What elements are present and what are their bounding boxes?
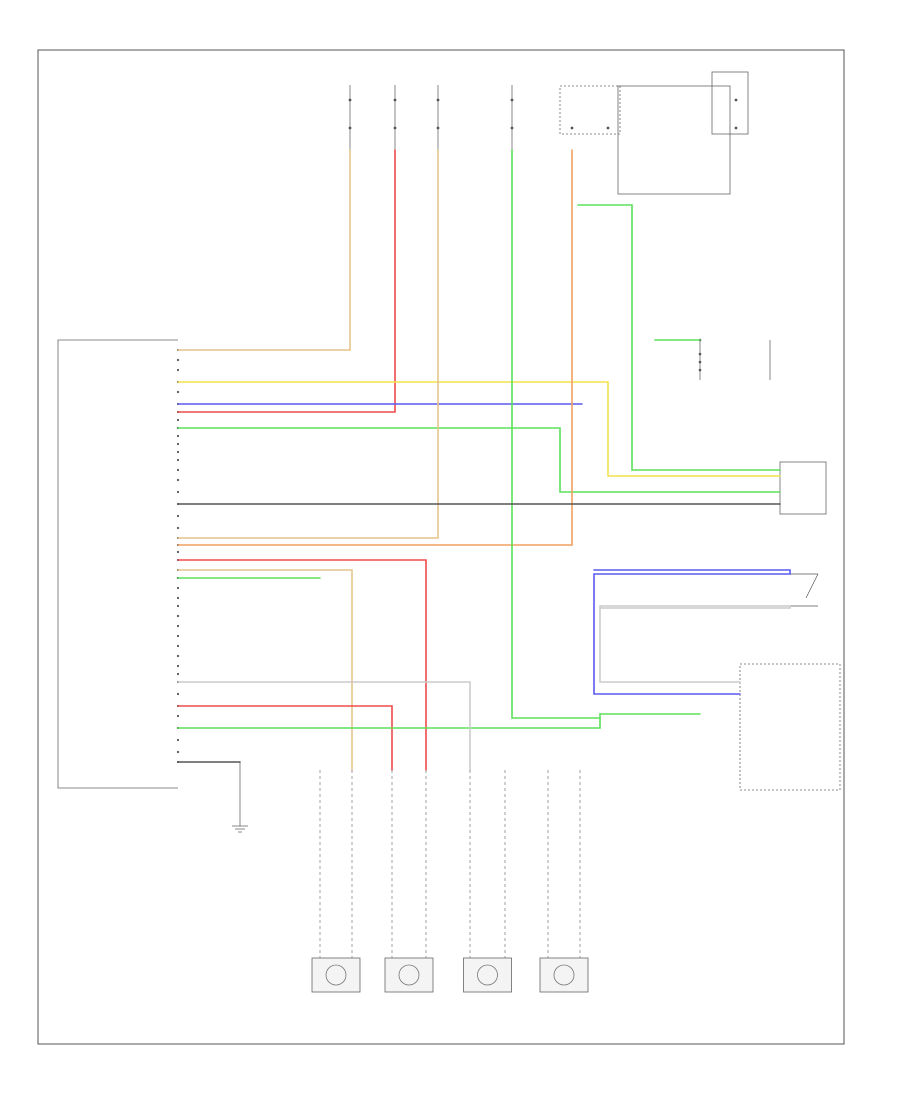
module-pin [176, 478, 180, 482]
module-pin [176, 458, 180, 462]
yaw-rate-sensor [698, 338, 771, 380]
wire-red-3 [177, 705, 393, 771]
module-pin [176, 514, 180, 518]
wire-red-2 [177, 559, 427, 771]
module-pin [176, 434, 180, 438]
wheel-speed-sensor-icon [463, 957, 512, 993]
sensor-wheel-ring [477, 964, 498, 986]
module-pin [176, 624, 180, 628]
module-pin [176, 586, 180, 590]
fuse-block-2 [510, 85, 514, 150]
wheel-speed-sensors [311, 770, 589, 993]
wheel-speed-sensor-icon [539, 957, 589, 993]
module-pin [176, 738, 180, 742]
wire-green-4 [511, 149, 601, 719]
module-pin [176, 634, 180, 638]
wire-yellow-1 [177, 381, 781, 477]
module-pin [176, 490, 180, 494]
module-pin [176, 526, 180, 530]
sensor-wheel-ring [553, 964, 575, 986]
module-pin [176, 750, 180, 754]
diagram-border [37, 49, 845, 1045]
wire-orange-1 [177, 149, 573, 546]
module-pin [176, 644, 180, 648]
wire-blue-2 [593, 569, 791, 695]
main-module-bracket [57, 339, 180, 789]
wire-red-1 [177, 149, 396, 413]
module-pin [176, 672, 180, 676]
module-pin [176, 468, 180, 472]
ground-icon [232, 762, 248, 833]
wire-tan-1 [177, 149, 351, 351]
module-pin [176, 358, 180, 362]
sensor-wheel-ring [398, 964, 420, 986]
module-pin [176, 714, 180, 718]
wire-gray-1 [177, 681, 471, 771]
module-pin [176, 450, 180, 454]
wire-green-5 [577, 204, 781, 471]
instrument-cluster [739, 663, 841, 791]
wheel-speed-sensor-icon [311, 957, 361, 993]
relay-box [559, 85, 731, 195]
switch-icon [805, 573, 819, 599]
sensor-wheel-ring [325, 964, 347, 986]
steering-angle-sensor [779, 461, 827, 515]
module-pin [176, 418, 180, 422]
module-pin [176, 596, 180, 600]
wire-tan-2 [177, 149, 439, 539]
fuse-block-1 [348, 85, 440, 150]
brake-switch [790, 573, 819, 607]
wire-green-3 [177, 713, 701, 729]
module-pin [176, 550, 180, 554]
wire-tan-3 [177, 569, 353, 771]
module-pin [176, 368, 180, 372]
module-pin [176, 442, 180, 446]
battery-fuse-block [711, 71, 749, 135]
wire-gray-2 [599, 605, 791, 683]
module-pin [176, 692, 180, 696]
wheel-speed-sensor-icon [384, 957, 434, 993]
wires [177, 149, 791, 771]
module-pin [176, 614, 180, 618]
module-pin [176, 654, 180, 658]
module-pin [176, 390, 180, 394]
module-pin [176, 664, 180, 668]
wire-green-1 [177, 427, 781, 493]
module-pin [176, 604, 180, 608]
